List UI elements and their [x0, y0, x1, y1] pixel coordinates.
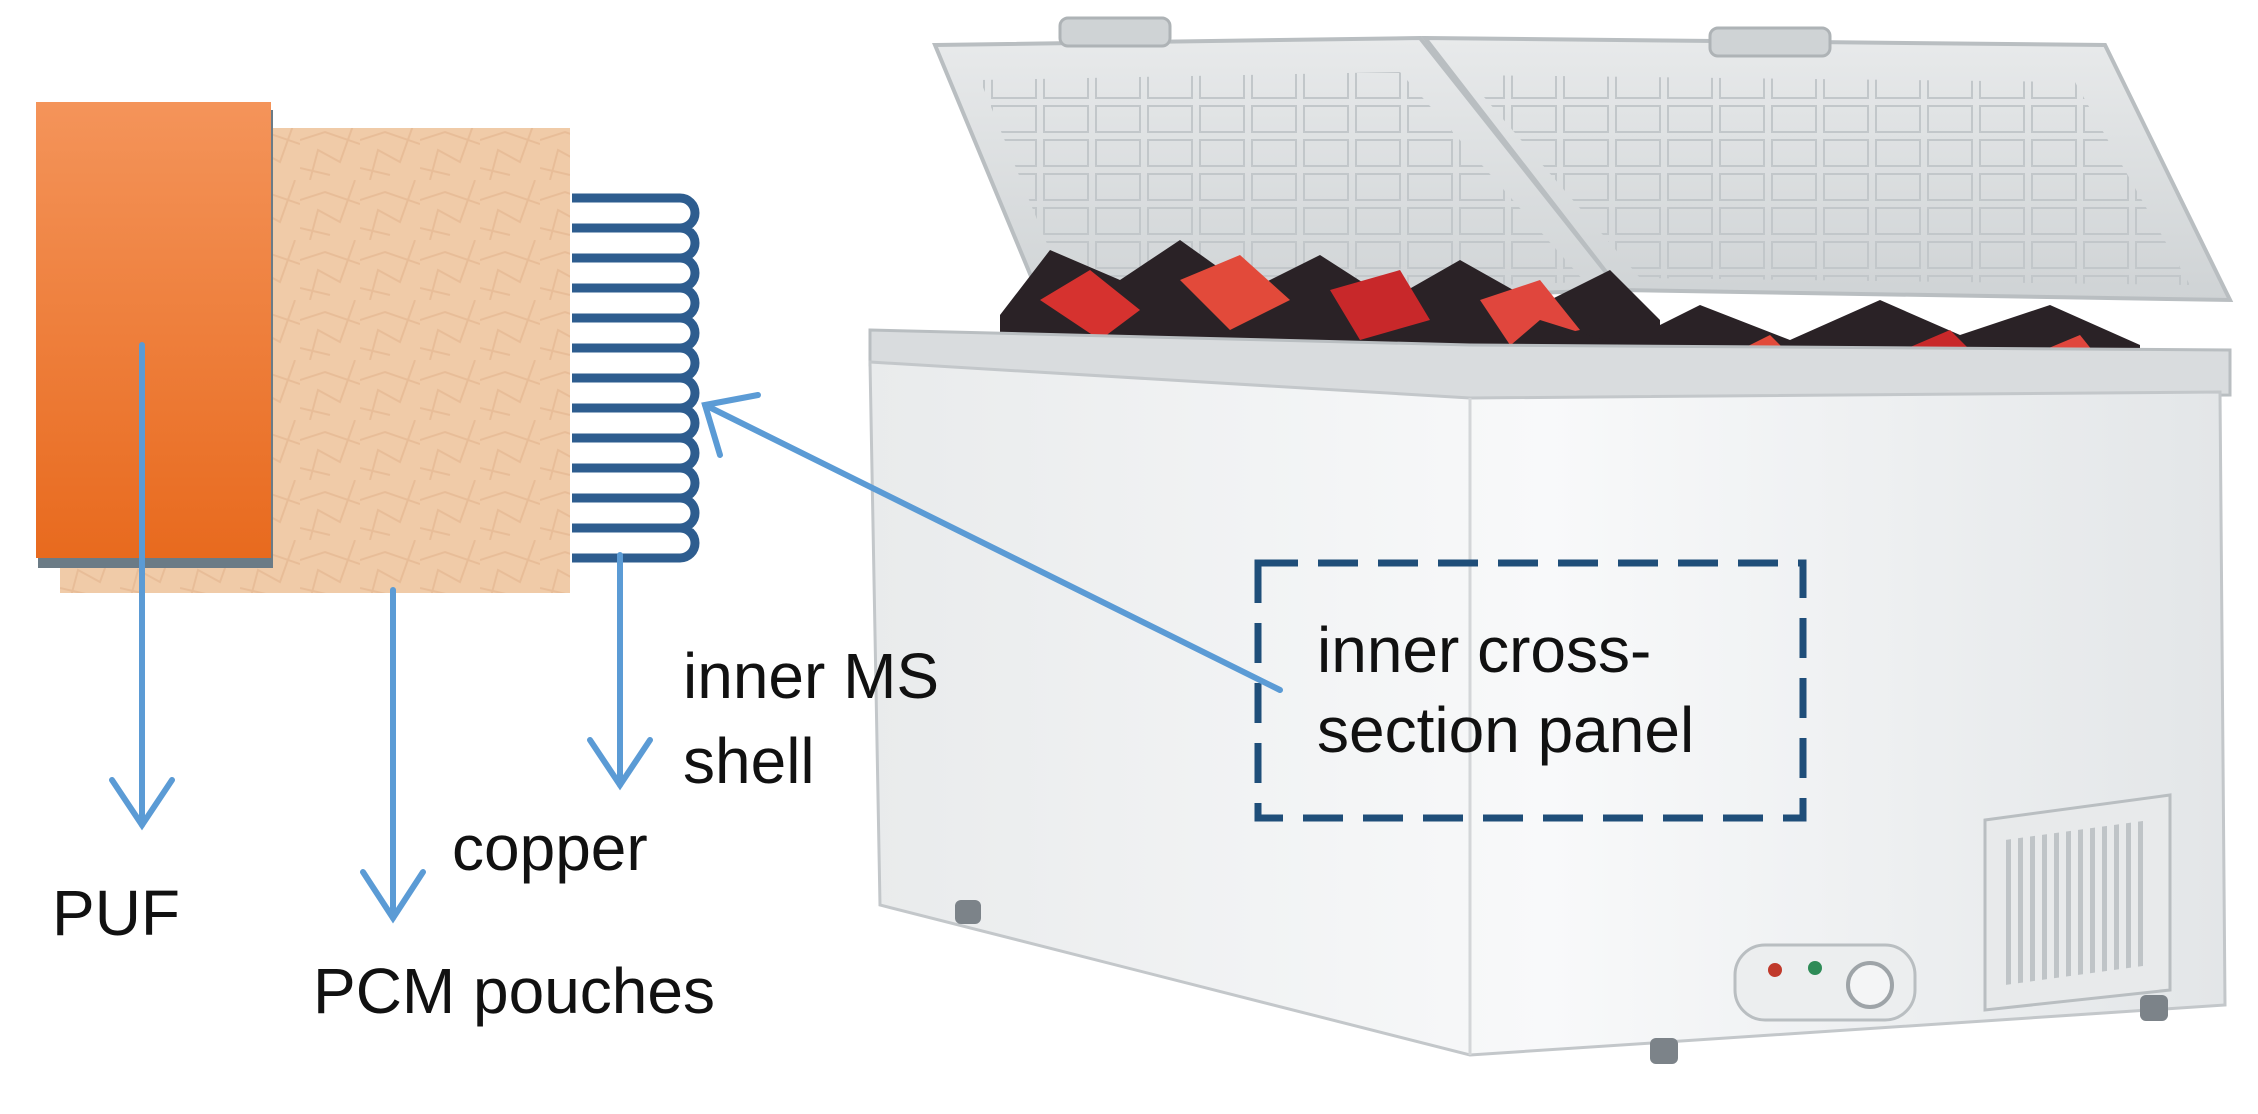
- label-copper: copper: [452, 812, 648, 884]
- puf-layer: [36, 102, 271, 558]
- label-pcm-pouches: PCM pouches: [313, 955, 715, 1027]
- arrow-panel-head: [701, 392, 761, 458]
- label-inner-ms-shell-2: shell: [683, 725, 815, 797]
- copper-coil: [572, 193, 700, 563]
- arrows: [109, 342, 1283, 924]
- indicator-light-green: [1808, 961, 1822, 975]
- lid-handle-right: [1708, 26, 1832, 58]
- arrow-pcm-head: [360, 869, 426, 924]
- labels: PUF PCM pouches copper inner MS shell in…: [52, 614, 1694, 1027]
- label-panel-1: inner cross-: [1317, 614, 1651, 686]
- label-inner-ms-shell-1: inner MS: [683, 640, 939, 712]
- label-panel-2: section panel: [1317, 694, 1694, 766]
- thermostat-knob: [1846, 961, 1894, 1009]
- arrow-panel: [702, 402, 1283, 693]
- arrow-puf-head: [109, 777, 175, 831]
- label-puf: PUF: [52, 877, 180, 949]
- freezer-foot-left: [955, 900, 981, 924]
- lid-handle-left: [1058, 16, 1172, 48]
- indicator-light-red: [1768, 963, 1782, 977]
- inner-cross-section-highlight-box: [1254, 559, 1807, 822]
- chest-freezer: [868, 16, 2234, 1064]
- arrow-ms-shell-head: [587, 737, 653, 791]
- cross-section-panel-illustration: [36, 102, 700, 593]
- freezer-foot-middle: [1650, 1038, 1678, 1064]
- freezer-foot-right: [2140, 995, 2168, 1021]
